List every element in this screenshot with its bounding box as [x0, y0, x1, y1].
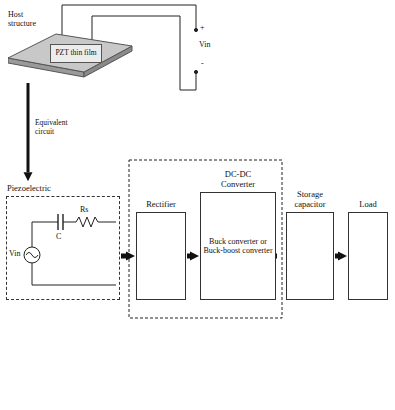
ac-source-symbol [26, 253, 38, 258]
edge-label: Equivalent circuit [34, 119, 78, 136]
terminal-sign: - [201, 60, 204, 69]
box-heading: Storage capacitor [287, 190, 333, 210]
box-heading: DC-DC Converter [214, 170, 262, 190]
group-outline [129, 160, 282, 318]
terminal [194, 28, 197, 31]
flow-arrow [187, 254, 190, 259]
ac-source-symbol [24, 247, 40, 263]
terminal [194, 70, 197, 73]
voltage-label: Vin [9, 250, 21, 259]
flow-arrow [27, 83, 30, 172]
storage-box: Storage capacitor [286, 212, 334, 300]
box-text: PZT thin film [53, 47, 98, 60]
box-heading: Piezoelectric [7, 184, 51, 194]
rectifier-box: Rectifier [136, 212, 186, 300]
pzt-film: PZT thin film [50, 44, 102, 63]
wire [32, 222, 58, 247]
wire [32, 263, 116, 285]
flow-arrow [335, 254, 338, 259]
host-structure-plate: Host structurePZT thin film [8, 10, 133, 80]
piezo-equivalent-box: Piezoelectric [6, 196, 120, 300]
box-text: Buck converter or Buck-boost converter [201, 235, 275, 257]
voltage-label: Vin [199, 41, 211, 50]
box-heading: Load [359, 200, 376, 210]
component-label: C [56, 233, 61, 242]
box-text: Host structure [8, 10, 50, 28]
capacitor-symbol [58, 214, 63, 230]
load-box: Load [348, 212, 388, 300]
wire [63, 222, 76, 223]
terminal-sign: + [200, 24, 205, 33]
wire [98, 222, 116, 223]
box-heading: Rectifier [146, 200, 176, 210]
plate-top [8, 34, 132, 72]
converter-box: DC-DC ConverterBuck converter or Buck-bo… [200, 192, 276, 300]
flow-arrow [276, 254, 277, 259]
component-label: Rs [80, 206, 88, 215]
flow-arrow [121, 254, 126, 259]
resistor-symbol [76, 217, 98, 227]
